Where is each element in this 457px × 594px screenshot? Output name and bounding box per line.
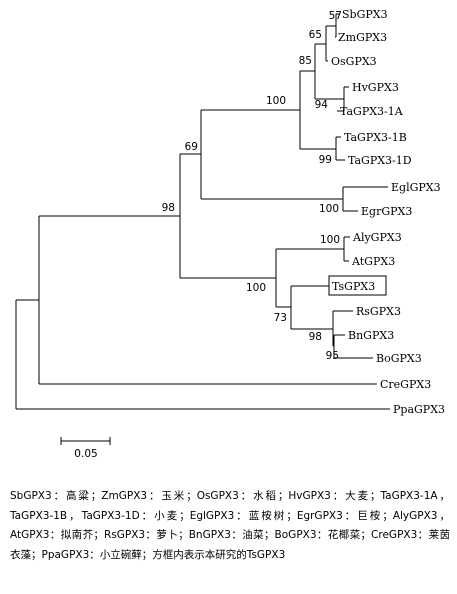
bootstrap-value: 65: [309, 29, 322, 41]
leaf-label-cregpx3: CreGPX3: [380, 378, 431, 391]
bootstrap-value: 100: [319, 203, 339, 215]
figure-caption: SbGPX3：高粱；ZmGPX3：玉米；OsGPX3：水稻；HvGPX3：大麦；…: [10, 490, 450, 561]
bootstrap-value: 73: [274, 312, 287, 324]
leaf-label-tagpx3-1b: TaGPX3-1B: [344, 131, 407, 144]
leaf-label-ppagpx3: PpaGPX3: [393, 403, 445, 416]
bootstrap-value: 57: [329, 10, 342, 22]
scale-bar-label: 0.05: [74, 448, 97, 460]
bootstrap-value: 95: [326, 350, 339, 362]
bootstrap-value: 69: [185, 141, 198, 153]
bootstrap-value: 98: [309, 331, 322, 343]
leaf-label-atgpx3: AtGPX3: [351, 255, 395, 268]
bootstrap-value: 85: [299, 55, 312, 67]
leaf-label-tsgpx3: TsGPX3: [332, 280, 375, 293]
leaf-label-bogpx3: BoGPX3: [376, 352, 422, 365]
highlight-box: [328, 275, 387, 296]
leaf-label-alygpx3: AlyGPX3: [352, 231, 402, 244]
bootstrap-value: 100: [246, 282, 266, 294]
bootstrap-value: 94: [315, 99, 329, 111]
leaf-label-tagpx3-1a: TaGPX3-1A: [340, 105, 404, 118]
leaf-label-eglgpx3: EglGPX3: [391, 181, 441, 194]
leaf-label-rsgpx3: RsGPX3: [356, 305, 401, 318]
leaf-label-hvgpx3: HvGPX3: [352, 81, 399, 94]
bootstrap-value: 100: [266, 95, 286, 107]
leaf-label-bngpx3: BnGPX3: [348, 329, 394, 342]
leaf-label-zmgpx3: ZmGPX3: [338, 31, 387, 44]
bootstrap-value: 100: [320, 234, 340, 246]
tree-branches: [15, 13, 390, 445]
leaf-label-osgpx3: OsGPX3: [331, 55, 377, 68]
bootstrap-value: 99: [319, 154, 332, 166]
bootstrap-value: 98: [162, 202, 175, 214]
leaf-label-tagpx3-1d: TaGPX3-1D: [348, 154, 412, 167]
leaf-label-sbgpx3: SbGPX3: [342, 8, 388, 21]
leaf-label-egrgpx3: EgrGPX3: [361, 205, 412, 218]
